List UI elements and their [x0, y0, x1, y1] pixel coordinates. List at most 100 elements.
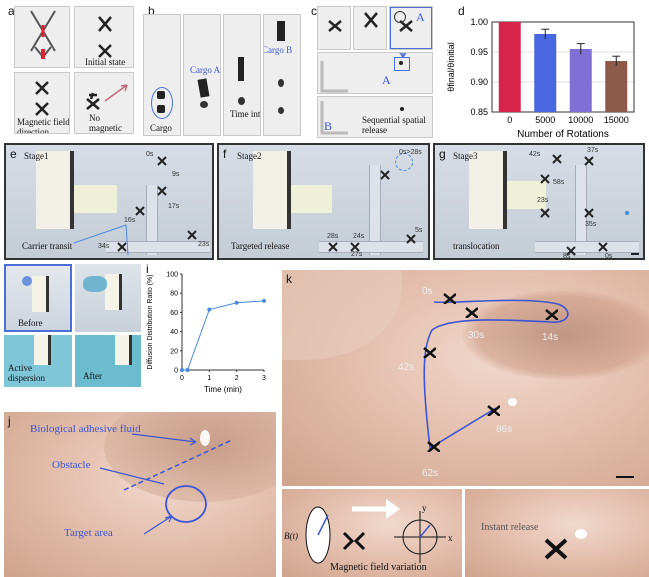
initial-state-text: Initial state — [85, 57, 126, 67]
robot-icon — [584, 156, 594, 166]
bar — [498, 22, 521, 112]
field-direction-text: Magnetic field direction — [17, 117, 70, 134]
target-area-text: Target area — [64, 527, 113, 539]
panel-c-frame-4: A — [317, 52, 433, 94]
panel-e: 0s 9s 17s 16s 23s 34s e Stage1 Carrier t… — [4, 143, 214, 260]
robot-icon — [552, 154, 562, 164]
cargo-text: Cargo — [150, 123, 172, 133]
stage2-text: Stage2 — [237, 151, 262, 161]
time-label: 0s — [146, 151, 154, 158]
cargo-item — [278, 79, 284, 87]
time-label: 37s — [587, 147, 599, 154]
time-label: 35s — [585, 221, 597, 228]
channel-icon — [320, 61, 348, 93]
after-text: After — [83, 371, 102, 381]
target-dashed-circle — [395, 153, 413, 171]
cargo-a-text: Cargo A — [190, 65, 221, 75]
fluid-highlight — [200, 430, 210, 446]
time-label: 8s — [563, 253, 571, 260]
time-label: 62s — [422, 468, 439, 479]
panel-a-tile-3: Magnetic field direction — [14, 72, 70, 134]
robot-icon — [35, 102, 49, 116]
robot-icon — [35, 81, 49, 95]
time-label: 0s — [422, 286, 433, 297]
stage3-text: Stage3 — [453, 151, 478, 161]
bar — [605, 61, 628, 112]
device-block — [253, 151, 291, 229]
robot-icon — [328, 242, 338, 252]
device-block — [36, 151, 74, 229]
x-tick-label: 3 — [262, 375, 266, 382]
panel-f-label: f — [223, 147, 227, 161]
robot-icon — [544, 538, 568, 560]
y-axis-title: Diffusion Distribution Ratio (%) — [147, 274, 154, 369]
robot-icon — [117, 242, 127, 252]
cargo-item — [238, 97, 245, 105]
carrier — [277, 21, 285, 41]
device-block — [469, 151, 507, 229]
panel-a-tile-2: Initial state — [74, 6, 134, 68]
robot-icon — [86, 98, 100, 110]
time-label: 23s — [198, 241, 210, 248]
panel-b-label: b — [148, 4, 155, 18]
robot-icon — [350, 242, 360, 252]
cargo-a-carrier — [197, 78, 210, 98]
time-label: 86s — [496, 424, 513, 435]
cargo-a-item — [200, 101, 208, 108]
y-tick-label: 0 — [174, 368, 178, 375]
before-text: Before — [18, 318, 43, 328]
cargo-item — [278, 107, 284, 114]
panel-b-frame-2: Cargo A — [183, 14, 221, 136]
x-tick-label: 15000 — [604, 115, 629, 125]
field-diagram — [305, 499, 446, 564]
tissue-ridge — [462, 290, 649, 380]
panel-g-label: g — [439, 147, 446, 161]
tag-b: B — [324, 119, 333, 133]
device-block — [115, 335, 132, 365]
stage1-text: Stage1 — [24, 151, 49, 161]
panel-c-frame-1 — [317, 6, 351, 50]
panel-g: 42s 37s 58s 23s 35s 8s 0s g Stage3 trans… — [433, 143, 645, 260]
sequential-text: Sequential spatial release — [362, 115, 426, 135]
x-tick-label: 0 — [180, 375, 184, 382]
scale-bar — [616, 476, 634, 478]
channel-h — [106, 241, 210, 253]
panel-k-field-variation: B(t) x y Magnetic field variation — [282, 489, 462, 577]
panel-j: j Biological adhesive fluid Obstacle Tar… — [4, 412, 276, 577]
data-point — [262, 298, 266, 303]
device-block — [32, 276, 49, 312]
no-field-text: No magnetic field — [89, 113, 122, 133]
panel-a-tile-4: No magnetic field — [74, 72, 134, 134]
time-label: 0s — [605, 253, 613, 260]
arrow-down-icon — [399, 53, 407, 59]
y-axis-title: θfinal/θinitial — [446, 42, 456, 92]
y-tick-label: 40 — [170, 329, 178, 336]
panel-c-frame-2 — [353, 6, 387, 50]
panel-h-active: Active dispersion — [4, 335, 72, 387]
scale-bar — [631, 253, 639, 255]
time-label: 0s>28s — [399, 149, 422, 156]
time-label: 27s — [351, 251, 363, 258]
panel-b-frame-4: Cargo B — [263, 14, 301, 136]
robot-icon — [540, 208, 550, 218]
channel-v — [146, 185, 158, 255]
robot-icon — [406, 234, 416, 244]
robot-icon — [487, 405, 500, 416]
device-block — [34, 335, 51, 365]
x-tick-label: 0 — [507, 115, 512, 125]
data-point — [185, 368, 190, 372]
x-tick-label: 5000 — [535, 115, 555, 125]
panel-a-label: a — [8, 4, 15, 18]
robot-icon — [98, 44, 112, 58]
axis-y-text: y — [422, 503, 427, 513]
robot-icon — [545, 309, 558, 320]
panel-c-frame-5: B Sequential spatial release — [317, 96, 433, 138]
data-point — [207, 307, 212, 312]
x-axis-title: Number of Rotations — [517, 129, 609, 140]
targeted-release-text: Targeted release — [231, 241, 290, 251]
time-label: 30s — [468, 330, 485, 341]
adhesive-fluid-text: Biological adhesive fluid — [30, 423, 141, 435]
panel-k-label: k — [286, 272, 292, 286]
